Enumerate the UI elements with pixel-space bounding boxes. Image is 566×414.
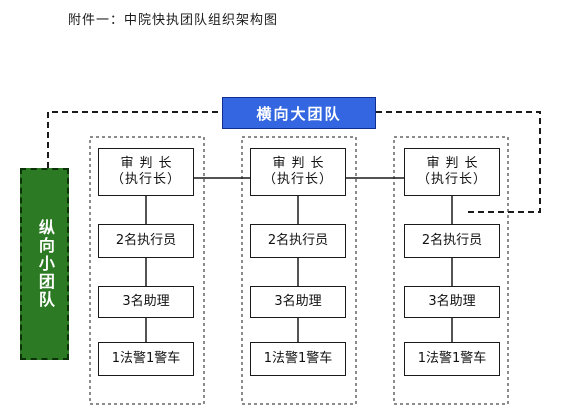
horizontal-team-frame (47, 111, 541, 213)
column-frame-1 (89, 136, 205, 405)
column-frame-2 (241, 136, 357, 405)
horizontal-team-box: 横向大团队 (222, 97, 376, 129)
assistants-box: 3名助理 (98, 286, 194, 318)
executors-box: 2名执行员 (404, 224, 500, 258)
judge-box: 审判长 （执行长） (98, 148, 194, 196)
column-frame-3 (393, 136, 509, 405)
judge-title: 审判长 (120, 155, 178, 171)
police-box: 1法警1警车 (404, 342, 500, 376)
assistants-box: 3名助理 (404, 286, 500, 318)
police-box: 1法警1警车 (250, 342, 346, 376)
page-title: 附件一：中院快执团队组织架构图 (68, 13, 279, 28)
judge-subtitle: （执行长） (110, 172, 181, 187)
vertical-team-box: 纵向小团队 (20, 168, 69, 360)
judge-subtitle: （执行长） (262, 172, 333, 187)
judge-box: 审判长 （执行长） (250, 148, 346, 196)
executors-box: 2名执行员 (250, 224, 346, 258)
judge-subtitle: （执行长） (416, 172, 487, 187)
police-box: 1法警1警车 (98, 342, 194, 376)
assistants-box: 3名助理 (250, 286, 346, 318)
judge-box: 审判长 （执行长） (404, 148, 500, 196)
judge-title: 审判长 (426, 155, 484, 171)
executors-box: 2名执行员 (98, 224, 194, 258)
judge-title: 审判长 (272, 155, 330, 171)
